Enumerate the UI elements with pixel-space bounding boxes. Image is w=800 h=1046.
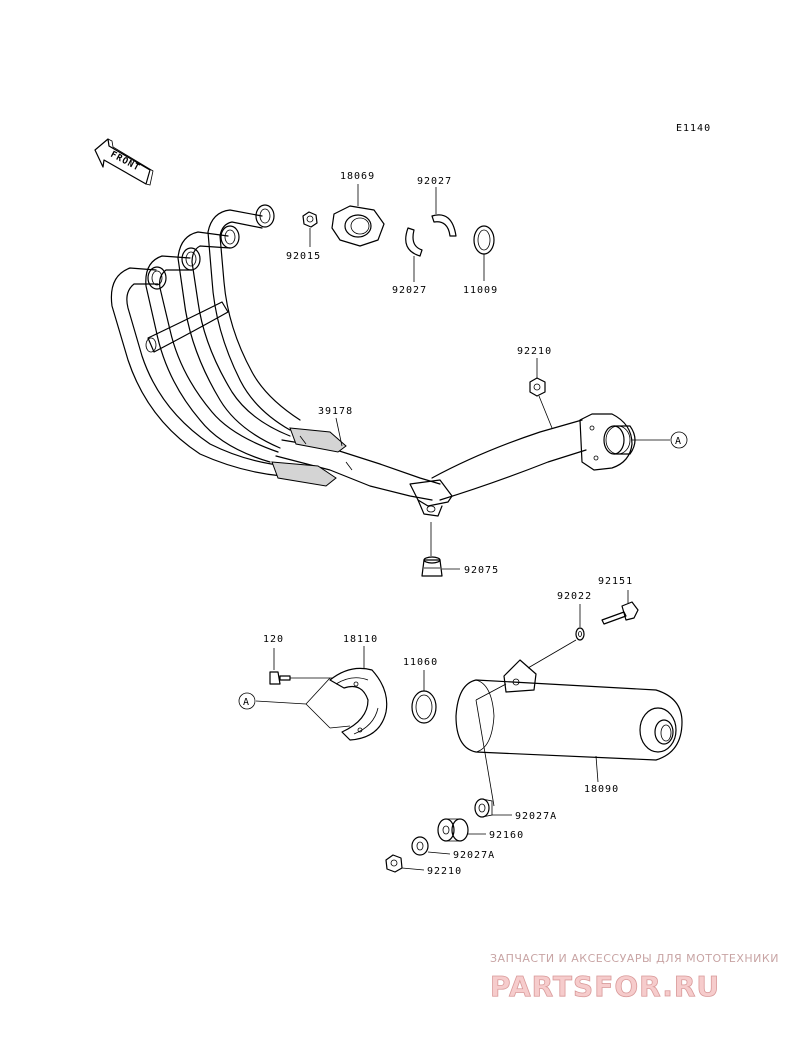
label-18090: 18090 (584, 784, 619, 795)
leader-bracket-down (475, 699, 495, 807)
label-92027-top: 92027 (417, 176, 452, 187)
diagram-code: E1140 (676, 123, 711, 134)
gasket-11060 (411, 670, 437, 724)
part-labels: 18069 92027 92015 92027 11009 92210 3917… (263, 171, 633, 877)
nut-92015 (302, 211, 318, 247)
label-92027a-upper: 92027A (515, 811, 557, 822)
label-92027a-lower: 92027A (453, 850, 495, 861)
front-arrow-icon: FRONT (94, 138, 154, 186)
label-92210-bottom: 92210 (427, 866, 462, 877)
label-18110: 18110 (343, 634, 378, 645)
watermark-logo: PARTSFOR.RU (490, 970, 720, 1003)
label-92210-top: 92210 (517, 346, 552, 357)
gasket-11009 (473, 225, 495, 281)
watermark: ЗАПЧАСТИ И АКСЕССУАРЫ ДЛЯ МОТОТЕХНИКИ PA… (490, 952, 779, 1003)
label-92022: 92022 (557, 591, 592, 602)
exhaust-header-pipes-39178 (110, 204, 636, 517)
half-ring-92027-top (431, 187, 457, 237)
nut-92210-bottom (385, 854, 425, 873)
label-11060: 11060 (403, 657, 438, 668)
ref-a-upper-label: A (675, 436, 682, 447)
label-92151: 92151 (598, 576, 633, 587)
leader-39178 (335, 417, 343, 447)
label-11009: 11009 (463, 285, 498, 296)
watermark-tagline: ЗАПЧАСТИ И АКСЕССУАРЫ ДЛЯ МОТОТЕХНИКИ (490, 952, 779, 965)
flange-18069 (331, 184, 385, 247)
nut-92210-top (529, 358, 553, 429)
bolt-92151 (601, 590, 639, 625)
ref-a-lower-label: A (243, 697, 250, 708)
ref-a-upper: A (632, 431, 688, 449)
ref-a-lower: A (238, 677, 351, 729)
damper-92160 (437, 818, 486, 842)
bolt-120 (269, 648, 332, 685)
label-92027-bottom: 92027 (392, 285, 427, 296)
front-arrow-label: FRONT (109, 150, 142, 174)
label-18069: 18069 (340, 171, 375, 182)
label-39178: 39178 (318, 406, 353, 417)
label-92015: 92015 (286, 251, 321, 262)
washer-92022 (527, 604, 585, 669)
heat-shield-18110 (329, 646, 388, 741)
label-120: 120 (263, 634, 284, 645)
leader-bracket (475, 683, 507, 701)
muffler-18090 (455, 659, 683, 783)
label-92075: 92075 (464, 565, 499, 576)
damper-92075 (421, 522, 460, 577)
label-92160: 92160 (489, 830, 524, 841)
collar-92027a-lower (411, 836, 451, 856)
half-ring-92027-bottom (405, 227, 423, 282)
collar-92027a-upper (474, 798, 512, 818)
